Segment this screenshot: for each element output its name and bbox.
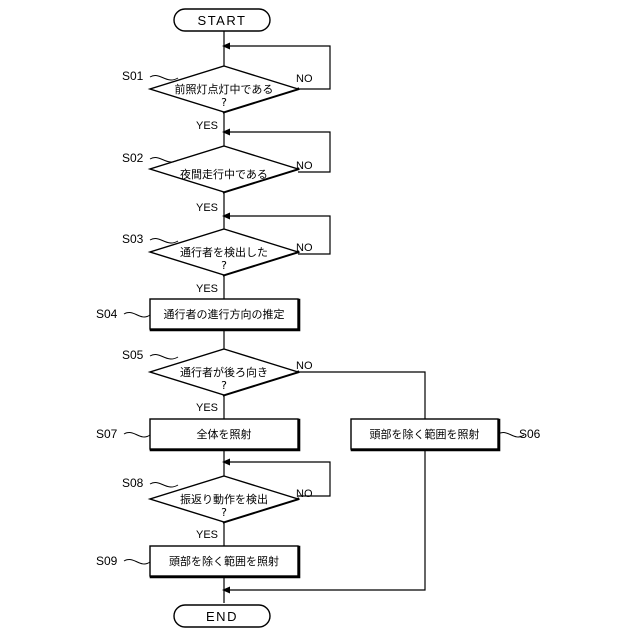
step-id-s05: S05 (122, 348, 178, 362)
decision-s01: 前照灯点灯中である ? NO YES (150, 66, 313, 132)
s03-question-mark: ? (221, 259, 227, 272)
s05-step-id: S05 (122, 348, 144, 362)
s02-label: 夜間走行中である (180, 167, 268, 181)
s02-no-label: NO (296, 160, 313, 172)
s01-label: 前照灯点灯中である (175, 82, 274, 96)
step-id-s09: S09 (96, 554, 150, 568)
s08-step-id: S08 (122, 476, 144, 490)
end-label: END (206, 609, 238, 624)
s09-label: 頭部を除く範囲を照射 (169, 554, 279, 568)
process-s04: 通行者の進行方向の推定 (150, 299, 299, 330)
s05-question-mark: ? (221, 379, 227, 392)
s05-yes-label: YES (196, 402, 218, 414)
decision-s08: 振返り動作を検出 ? NO YES (150, 476, 313, 541)
process-s06: 頭部を除く範囲を照射 (351, 419, 499, 450)
s03-yes-label: YES (196, 283, 218, 295)
step-id-s04: S04 (96, 307, 150, 321)
decision-s02: 夜間走行中である NO YES (150, 146, 313, 214)
s01-no-label: NO (296, 73, 313, 85)
s08-label: 振返り動作を検出 (180, 492, 268, 506)
s06-label: 頭部を除く範囲を照射 (370, 427, 480, 441)
step-id-s07: S07 (96, 427, 150, 441)
s07-label: 全体を照射 (197, 427, 252, 441)
s04-label: 通行者の進行方向の推定 (164, 307, 285, 321)
s04-step-id: S04 (96, 307, 118, 321)
s08-question-mark: ? (221, 506, 227, 519)
process-s09: 頭部を除く範囲を照射 (150, 546, 299, 577)
s05-no-label: NO (296, 360, 313, 372)
s03-label: 通行者を検出した (180, 245, 268, 259)
s08-no-label: NO (296, 488, 313, 500)
s03-no-label: NO (296, 242, 313, 254)
s02-step-id: S02 (122, 151, 144, 165)
end-terminal: END (174, 605, 270, 627)
step-id-s03: S03 (122, 232, 178, 246)
process-s07: 全体を照射 (150, 419, 299, 450)
decision-s03: 通行者を検出した ? NO YES (150, 229, 313, 295)
step-id-s08: S08 (122, 476, 178, 490)
start-label: START (198, 13, 247, 28)
s02-yes-label: YES (196, 202, 218, 214)
s08-yes-label: YES (196, 529, 218, 541)
step-id-s01: S01 (122, 69, 178, 83)
s01-step-id: S01 (122, 69, 144, 83)
step-id-s06: S06 (498, 427, 541, 441)
s03-step-id: S03 (122, 232, 144, 246)
s05-label: 通行者が後ろ向き (180, 365, 268, 379)
s09-step-id: S09 (96, 554, 118, 568)
s01-question-mark: ? (221, 96, 227, 109)
s06-step-id: S06 (519, 427, 541, 441)
s07-step-id: S07 (96, 427, 118, 441)
start-terminal: START (174, 9, 270, 31)
s01-yes-label: YES (196, 120, 218, 132)
